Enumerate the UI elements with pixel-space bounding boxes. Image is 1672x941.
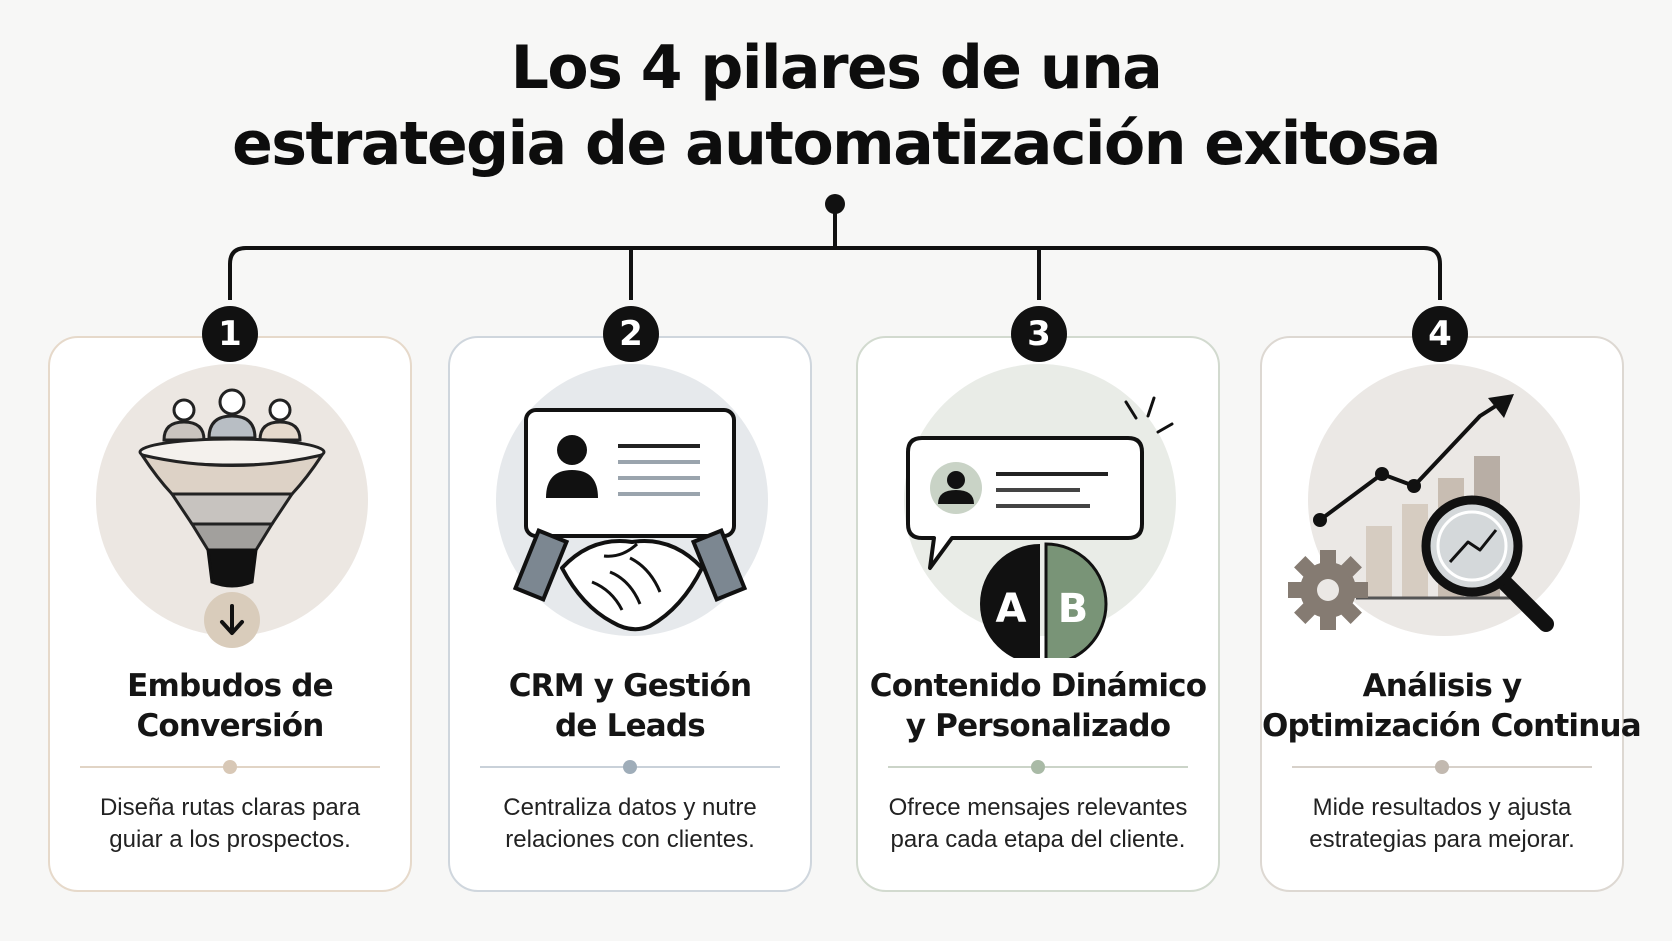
- pillar-card-2: CRM y Gestión de Leads Centraliza datos …: [448, 336, 812, 892]
- divider-dot: [623, 760, 637, 774]
- pillar-3-description: Ofrece mensajes relevantes para cada eta…: [888, 794, 1188, 853]
- pillar-card-3: A B Contenido Dinámico y Personalizado O…: [856, 336, 1220, 892]
- analytics-magnifier-icon: [1288, 364, 1580, 636]
- pillar-4-description: Mide resultados y ajusta estrategias par…: [1309, 794, 1575, 853]
- ab-label-a: A: [996, 586, 1027, 632]
- pillar-4-title: Análisis y Optimización Continua: [1262, 668, 1642, 744]
- pillar-3-title: Contenido Dinámico y Personalizado: [869, 668, 1207, 744]
- ab-label-b: B: [1058, 586, 1089, 632]
- page-title: Los 4 pilares de una estrategia de autom…: [0, 30, 1672, 182]
- divider-dot: [1435, 760, 1449, 774]
- pillar-2-number-badge: 2: [603, 306, 659, 362]
- pillar-1-divider: [80, 760, 380, 774]
- pillar-4-number-badge: 4: [1412, 306, 1468, 362]
- title-line-1: Los 4 pilares de una: [510, 33, 1163, 103]
- pillar-card-4: Análisis y Optimización Continua Mide re…: [1260, 336, 1642, 892]
- ab-test-message-icon: A B: [904, 364, 1176, 658]
- crm-handshake-icon: [496, 364, 768, 636]
- pillar-2-description: Centraliza datos y nutre relaciones con …: [503, 794, 757, 853]
- pillar-1-description: Diseña rutas claras para guiar a los pro…: [99, 794, 361, 853]
- tree-connector: [228, 194, 1442, 300]
- pillar-1-title: Embudos de Conversión: [127, 668, 333, 744]
- pillar-3-number-badge: 3: [1011, 306, 1067, 362]
- divider-dot: [223, 760, 237, 774]
- title-line-2: estrategia de automatización exitosa: [232, 109, 1441, 179]
- pillar-1-number-badge: 1: [202, 306, 258, 362]
- pillar-4-divider: [1292, 760, 1592, 774]
- pillar-2-title: CRM y Gestión de Leads: [508, 668, 752, 744]
- pillar-2-divider: [480, 760, 780, 774]
- pillar-card-1: Embudos de Conversión Diseña rutas clara…: [48, 336, 412, 892]
- divider-dot: [1031, 760, 1045, 774]
- pillar-3-divider: [888, 760, 1188, 774]
- conversion-funnel-icon: [96, 364, 368, 648]
